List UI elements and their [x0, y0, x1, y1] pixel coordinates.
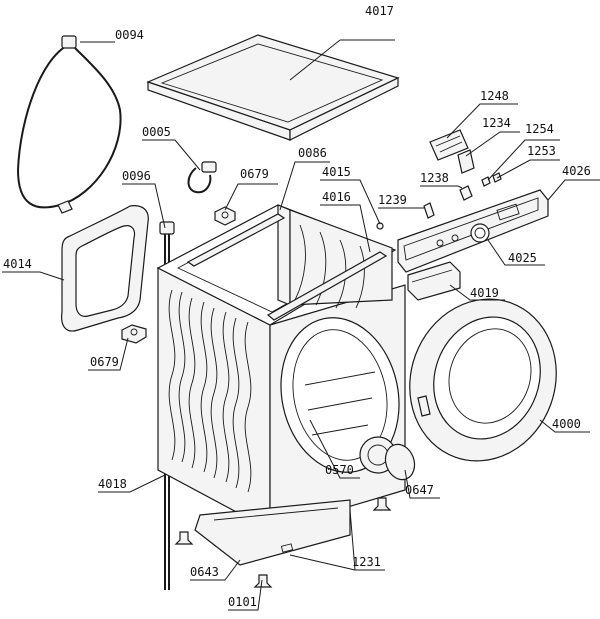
button-1254 [481, 176, 491, 187]
label-1238: 1238 [420, 171, 449, 185]
base-plate [194, 499, 351, 566]
label-4016: 4016 [322, 190, 351, 204]
inlet-hose [16, 35, 122, 214]
label-0679-upper: 0679 [240, 167, 269, 181]
button-1238 [459, 185, 473, 201]
label-1248: 1248 [480, 89, 509, 103]
label-1254: 1254 [525, 122, 554, 136]
label-0643: 0643 [190, 565, 219, 579]
label-1253: 1253 [527, 144, 556, 158]
small-hose [187, 161, 217, 194]
foot-left [174, 531, 194, 545]
label-0679-lower: 0679 [90, 355, 119, 369]
door [409, 298, 557, 462]
label-0005: 0005 [142, 125, 171, 139]
label-4000: 4000 [552, 417, 581, 431]
clamp-upper [214, 206, 236, 226]
label-4019: 4019 [470, 286, 499, 300]
detergent-drawer [407, 261, 461, 301]
label-0096: 0096 [122, 169, 151, 183]
top-lid [146, 34, 400, 141]
pcb-module [429, 129, 469, 161]
button-1239 [423, 202, 435, 219]
label-4018: 4018 [98, 477, 127, 491]
label-4026: 4026 [562, 164, 591, 178]
label-1239: 1239 [378, 193, 407, 207]
clamp-lower [121, 324, 147, 344]
label-1234: 1234 [482, 116, 511, 130]
label-4025: 4025 [508, 251, 537, 265]
cabinet [156, 204, 406, 532]
label-4017: 4017 [365, 4, 394, 18]
leader-lines [2, 39, 600, 611]
display-window [457, 149, 475, 174]
foot-front [253, 574, 273, 588]
foot-right [372, 497, 392, 511]
label-0101: 0101 [228, 595, 257, 609]
label-4014: 4014 [3, 257, 32, 271]
label-0647: 0647 [405, 483, 434, 497]
label-0086: 0086 [298, 146, 327, 160]
label-1231: 1231 [352, 555, 381, 569]
part-labels: 0094 4017 1248 1234 1254 0005 1253 0086 … [3, 4, 591, 609]
label-0094: 0094 [115, 28, 144, 42]
door-gasket-frame [61, 205, 149, 332]
control-panel [397, 189, 549, 273]
label-4015: 4015 [322, 165, 351, 179]
label-0570: 0570 [325, 463, 354, 477]
